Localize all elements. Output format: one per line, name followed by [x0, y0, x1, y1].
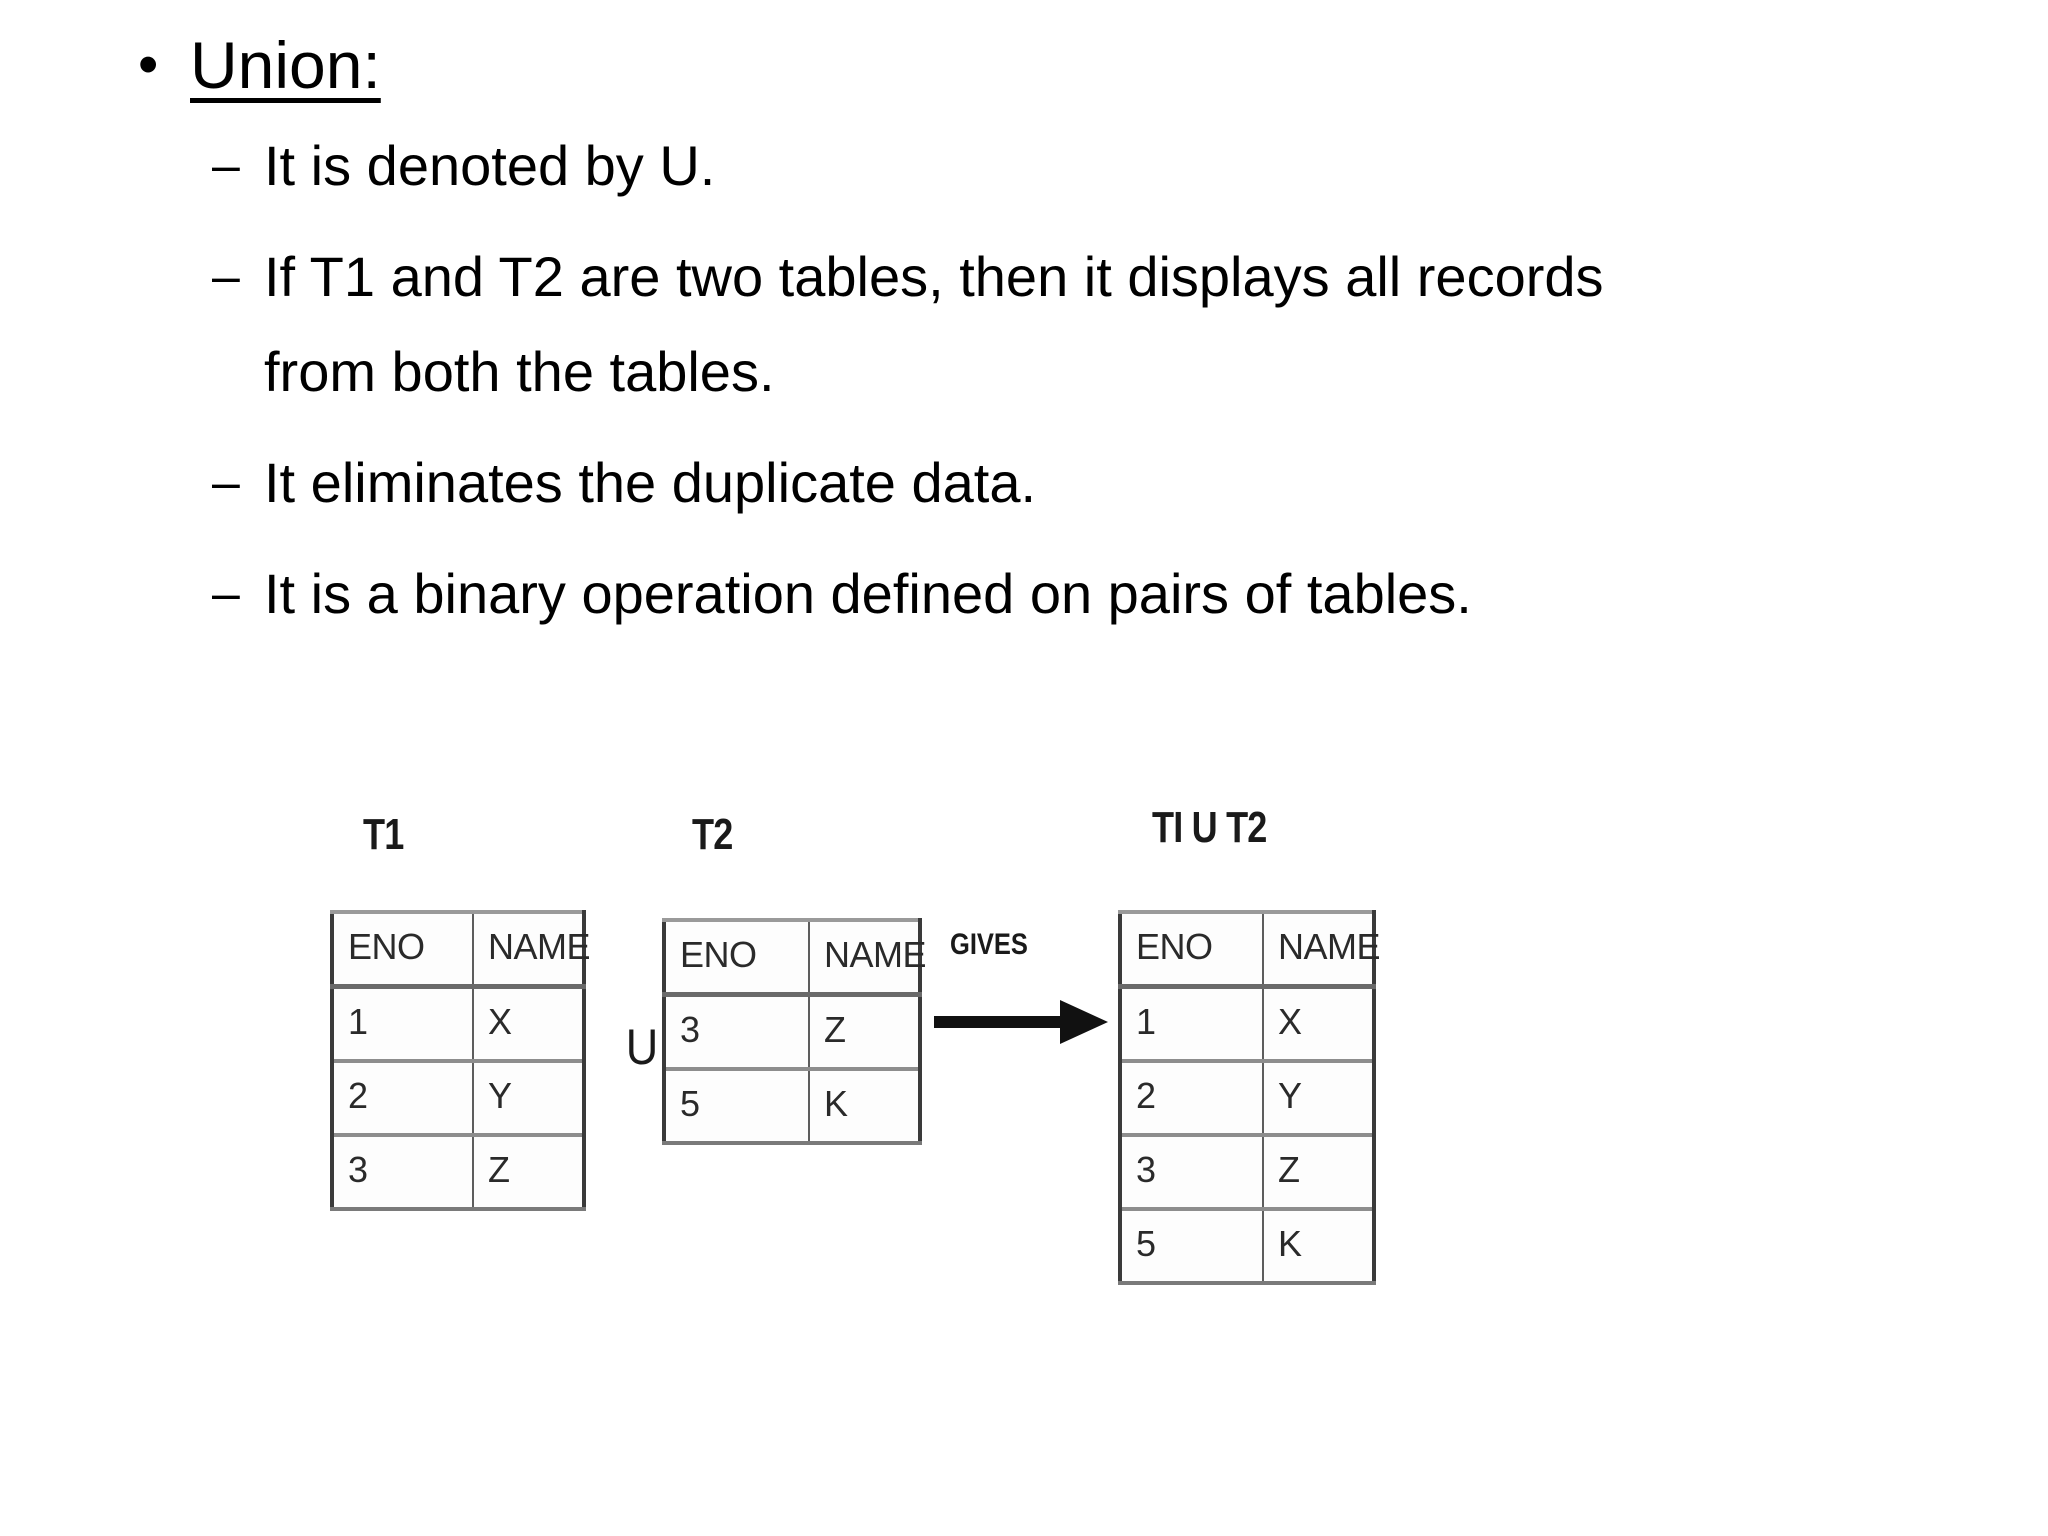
table-row: 3 Z	[330, 1133, 586, 1211]
list-item: – If T1 and T2 are two tables, then it d…	[212, 229, 2010, 419]
title-bullet-item: • Union:	[130, 22, 2010, 108]
table-header-row: ENO NAME	[1118, 910, 1381, 989]
column-header-name: NAME	[808, 918, 927, 997]
table-row: 1 X	[1118, 984, 1376, 1062]
column-header-name: NAME	[1262, 910, 1381, 989]
cell-name: X	[472, 984, 586, 1062]
table-t2: ENO NAME 3 Z 5 K	[662, 918, 927, 1145]
table-label-t2: T2	[692, 810, 733, 859]
cell-name: Z	[1262, 1133, 1376, 1210]
cell-name: K	[808, 1067, 922, 1145]
table-header-row: ENO NAME	[330, 910, 591, 989]
cell-name: Z	[472, 1133, 586, 1211]
list-item: – It eliminates the duplicate data.	[212, 435, 2010, 530]
cell-eno: 3	[330, 1133, 474, 1211]
bullet-content: • Union: – It is denoted by U. – If T1 a…	[130, 22, 2010, 657]
cell-eno: 2	[1118, 1059, 1264, 1136]
union-diagram: T1 ENO NAME 1 X 2 Y 3 Z U T2 E	[330, 800, 1750, 1320]
list-item-label: It is a binary operation defined on pair…	[264, 562, 1472, 625]
cell-name: Y	[472, 1059, 586, 1136]
cell-name: X	[1262, 984, 1376, 1062]
table-row: 1 X	[330, 984, 586, 1062]
cell-eno: 1	[1118, 984, 1264, 1062]
table-union-result: ENO NAME 1 X 2 Y 3 Z 5 K	[1118, 910, 1381, 1285]
cell-eno: 5	[662, 1067, 810, 1145]
table-t1: ENO NAME 1 X 2 Y 3 Z	[330, 910, 591, 1211]
list-item-label: It is denoted by U.	[264, 134, 716, 197]
dash-icon: –	[212, 454, 240, 510]
page-title: Union:	[190, 28, 381, 102]
union-operator-symbol: U	[625, 1019, 659, 1075]
cell-eno: 1	[330, 984, 474, 1062]
cell-eno: 5	[1118, 1207, 1264, 1285]
cell-name: Y	[1262, 1059, 1376, 1136]
table-row: 3 Z	[662, 992, 922, 1070]
table-row: 5 K	[1118, 1207, 1376, 1285]
list-item-label: It eliminates the duplicate data.	[264, 451, 1037, 514]
table-label-t1: T1	[363, 810, 404, 859]
dash-icon: –	[212, 137, 240, 193]
column-header-eno: ENO	[1118, 910, 1264, 989]
table-row: 2 Y	[330, 1059, 586, 1136]
table-label-result: TI U T2	[1152, 803, 1267, 852]
table-row: 5 K	[662, 1067, 922, 1145]
table-row: 3 Z	[1118, 1133, 1376, 1210]
column-header-eno: ENO	[662, 918, 810, 997]
dash-icon: –	[212, 565, 240, 621]
cell-name: Z	[808, 992, 922, 1070]
cell-eno: 3	[662, 992, 810, 1070]
list-item: – It is denoted by U.	[212, 118, 2010, 213]
column-header-name: NAME	[472, 910, 591, 989]
table-row: 2 Y	[1118, 1059, 1376, 1136]
cell-name: K	[1262, 1207, 1376, 1285]
list-item-label: If T1 and T2 are two tables, then it dis…	[264, 245, 1604, 403]
column-header-eno: ENO	[330, 910, 474, 989]
gives-label: GIVES	[950, 928, 1028, 961]
cell-eno: 3	[1118, 1133, 1264, 1210]
bullet-dot-icon: •	[138, 32, 159, 97]
cell-eno: 2	[330, 1059, 474, 1136]
dash-icon: –	[212, 248, 240, 304]
list-item: – It is a binary operation defined on pa…	[212, 546, 2010, 641]
table-header-row: ENO NAME	[662, 918, 927, 997]
right-arrow-icon	[932, 992, 1112, 1057]
